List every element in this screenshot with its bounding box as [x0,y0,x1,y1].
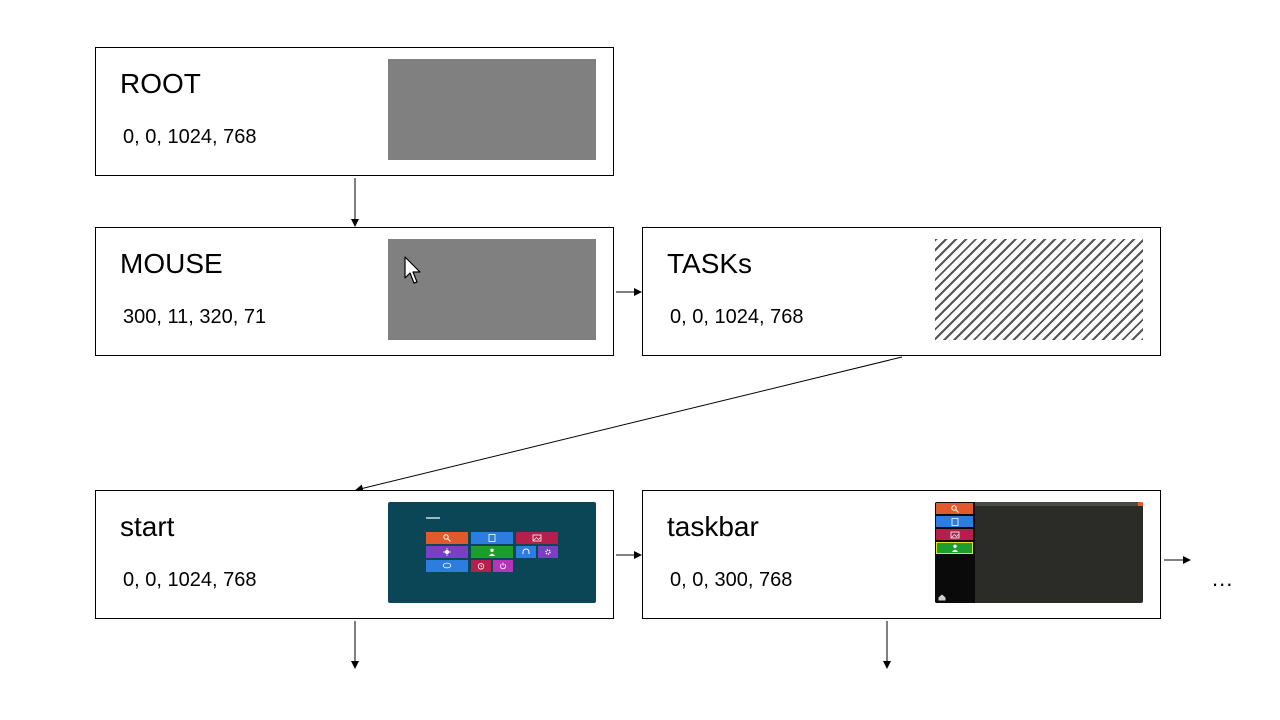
start-tile-image [516,532,558,544]
power-icon [499,562,507,570]
start-tile-power [493,560,513,572]
person-icon [489,548,495,556]
node-title: MOUSE [120,248,223,279]
document-icon [488,534,496,542]
taskbar-tile-about [936,542,973,554]
image-icon [532,534,542,542]
image-icon [950,531,959,538]
node-title: ROOT [120,68,201,99]
node-root: ROOT 0, 0, 1024, 768 [95,47,614,176]
taskbar-tile-text [936,516,973,527]
node-coords: 300, 11, 320, 71 [123,306,267,328]
node-title: taskbar [667,511,759,542]
document-icon [951,517,958,526]
start-tile-music [516,546,536,558]
search-icon [950,504,959,513]
search-icon [443,534,451,542]
start-tile-search [426,532,468,544]
gear-icon [545,549,551,555]
node-coords: 0, 0, 1024, 768 [123,569,257,591]
node-tasks: TASKs 0, 0, 1024, 768 [642,227,1161,356]
node-title: TASKs [667,248,753,279]
arrow-tasks-to-start [355,356,903,493]
start-tile-settings [538,546,558,558]
taskbar-top-bar [975,502,1143,506]
taskbar-tile-search [936,503,973,514]
home-icon [938,594,946,601]
tasks-thumbnail [935,239,1143,340]
chat-icon [442,562,452,569]
node-mouse: MOUSE 300, 11, 320, 71 [95,227,614,356]
mouse-cursor-icon [404,256,421,284]
mouse-thumbnail [388,239,596,340]
taskbar-tile-image [936,529,973,540]
taskbar-thumbnail [935,502,1143,603]
start-tile-text [471,532,513,544]
start-tile-minesweeper [426,546,468,558]
node-coords: 0, 0, 300, 768 [670,569,793,591]
person-icon [951,544,958,552]
node-coords: 0, 0, 1024, 768 [670,306,804,328]
root-thumbnail [388,59,596,160]
node-taskbar: taskbar 0, 0, 300, 768 [642,490,1161,619]
start-heading-mark [426,517,440,519]
start-tile-about [471,546,513,558]
taskbar-corner-mark [1138,502,1143,506]
start-screen-thumbnail [388,502,596,603]
continuation-ellipsis: ... [1212,566,1234,591]
node-title: start [120,511,175,542]
mine-icon [443,548,451,556]
start-tile-chat [426,560,468,572]
headphones-icon [522,548,530,554]
alarm-icon [477,563,485,570]
start-tile-clock [471,560,491,572]
node-coords: 0, 0, 1024, 768 [123,126,257,148]
node-start: start 0, 0, 1024, 768 [95,490,614,619]
